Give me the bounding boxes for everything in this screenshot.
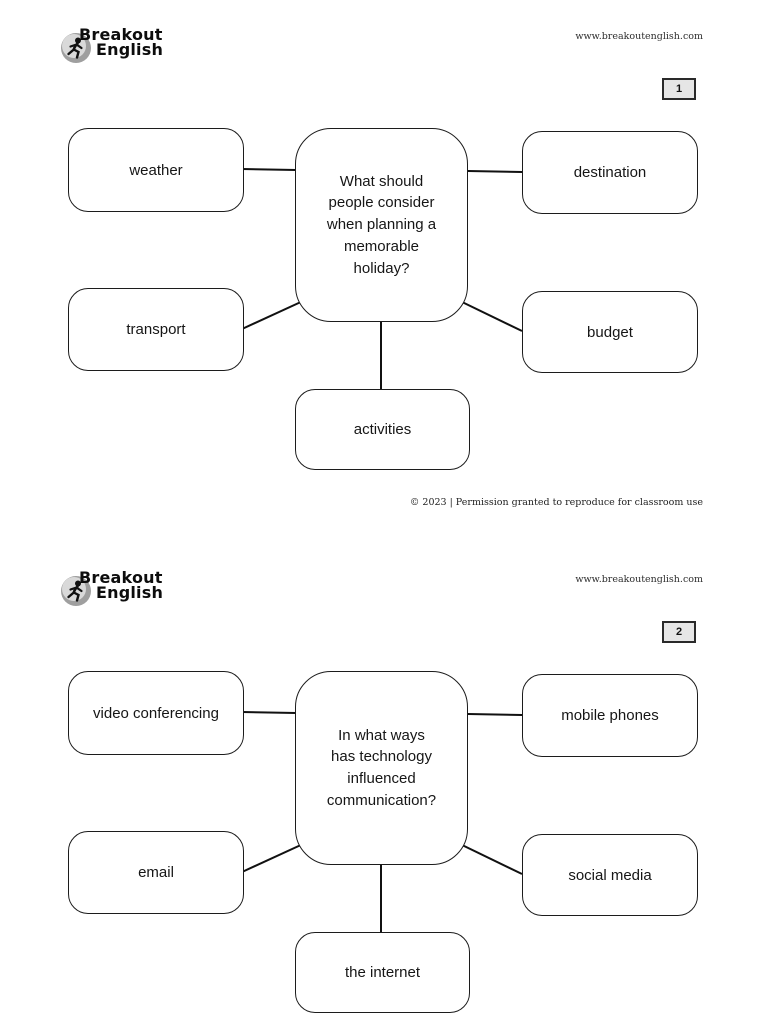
logo-wordmark: Breakout English (60, 568, 164, 602)
topic-node-mid-right: social media (522, 834, 698, 916)
logo-line-2: English (96, 583, 164, 602)
logo-line-2: English (96, 40, 164, 59)
topic-node-top-right: mobile phones (522, 674, 698, 757)
website-url: www.breakoutenglish.com (575, 574, 703, 585)
topic-node-bottom: the internet (295, 932, 470, 1013)
website-url: www.breakoutenglish.com (575, 31, 703, 42)
logo-line-1: Breakout (79, 25, 163, 44)
breakout-english-logo: Breakout English (60, 569, 200, 613)
page-number-badge: 1 (662, 78, 696, 100)
runner-ball-icon (61, 576, 91, 606)
page-number-badge: 2 (662, 621, 696, 643)
logo-line-1: Breakout (79, 568, 163, 587)
topic-node-top-left: video conferencing (68, 671, 244, 755)
topic-node-bottom: activities (295, 389, 470, 470)
page-1: Breakout English www.breakoutenglish.com… (60, 26, 703, 508)
page-2: Breakout English www.breakoutenglish.com… (0, 543, 768, 1024)
question-box: In what ways has technology influenced c… (295, 671, 468, 865)
runner-ball-icon (61, 33, 91, 63)
topic-node-top-left: weather (68, 128, 244, 212)
copyright-notice: © 2023 | Permission granted to reproduce… (409, 497, 703, 508)
breakout-english-logo: Breakout English (60, 26, 200, 70)
topic-node-mid-left: transport (68, 288, 244, 371)
question-box: What should people consider when plannin… (295, 128, 468, 322)
topic-node-mid-right: budget (522, 291, 698, 373)
connector-lines (241, 168, 523, 390)
topic-node-mid-left: email (68, 831, 244, 914)
connector-lines (241, 711, 523, 933)
logo-wordmark: Breakout English (60, 25, 164, 59)
topic-node-top-right: destination (522, 131, 698, 214)
